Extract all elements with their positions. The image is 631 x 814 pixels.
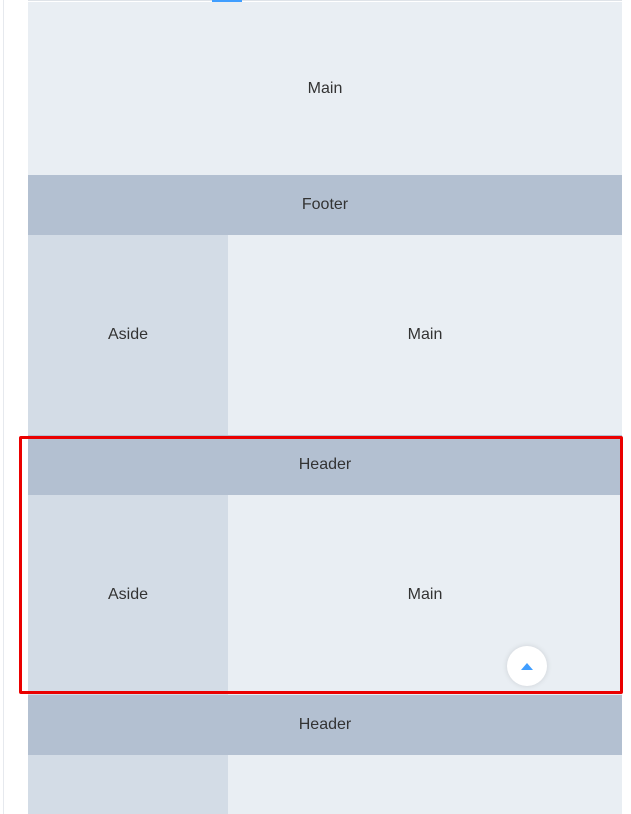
aside-label-1: Aside (107, 326, 149, 343)
main-section-3: Main (228, 495, 622, 695)
footer-label-1: Footer (301, 196, 349, 213)
main-section-2: Main (228, 235, 622, 435)
aside-label-2: Aside (107, 586, 149, 603)
main-label-1: Main (307, 79, 343, 97)
header-section-1: Header (28, 435, 622, 495)
footer-section-1: Footer (28, 175, 622, 235)
left-divider (3, 0, 4, 814)
top-divider (28, 0, 622, 1)
header-label-2: Header (298, 716, 352, 733)
aside-section-1: Aside (28, 235, 228, 435)
main-label-2: Main (407, 326, 443, 343)
back-to-top-button[interactable] (507, 646, 547, 686)
main-section-4 (228, 755, 622, 814)
caret-up-icon (521, 662, 533, 670)
aside-section-3 (28, 755, 228, 814)
main-label-3: Main (407, 586, 443, 603)
active-tab-indicator (212, 0, 242, 2)
aside-section-2: Aside (28, 495, 228, 695)
header-label-1: Header (298, 456, 352, 473)
main-section-1: Main (28, 2, 622, 175)
header-section-2: Header (28, 695, 622, 755)
